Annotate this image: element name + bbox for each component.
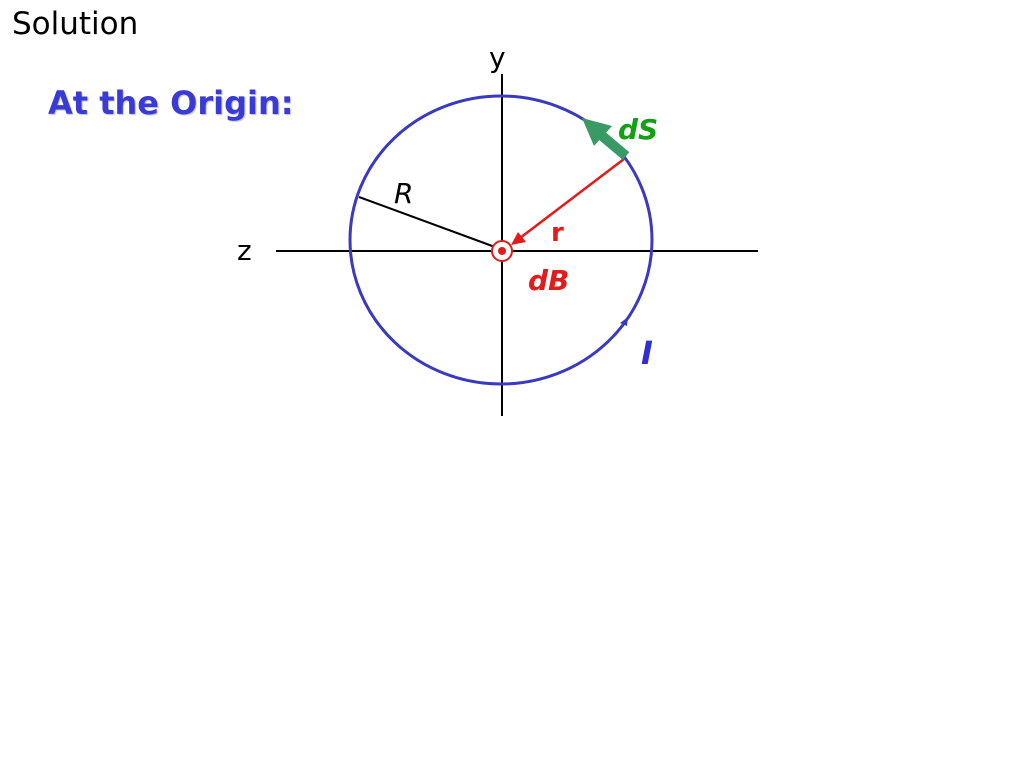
radius-line: [358, 196, 496, 248]
dot-in-circle-icon: [491, 240, 513, 262]
z-axis-label: z: [237, 234, 252, 267]
ds-vector-line: [597, 131, 630, 160]
r-label: r: [551, 218, 564, 248]
r-vector-line: [519, 158, 625, 239]
slide-title: Solution: [12, 6, 139, 42]
current-loop: [348, 94, 654, 386]
y-axis-label: y: [489, 41, 506, 74]
r-vector-arrowhead: [511, 232, 526, 245]
ds-label: dS: [618, 113, 658, 146]
current-arrowhead: [620, 317, 628, 326]
slide-subtitle: At the Origin:: [48, 84, 294, 122]
db-label: dB: [528, 264, 569, 297]
radius-label: R: [394, 177, 413, 210]
ds-vector-arrowhead: [582, 118, 612, 146]
current-label: I: [641, 334, 653, 372]
